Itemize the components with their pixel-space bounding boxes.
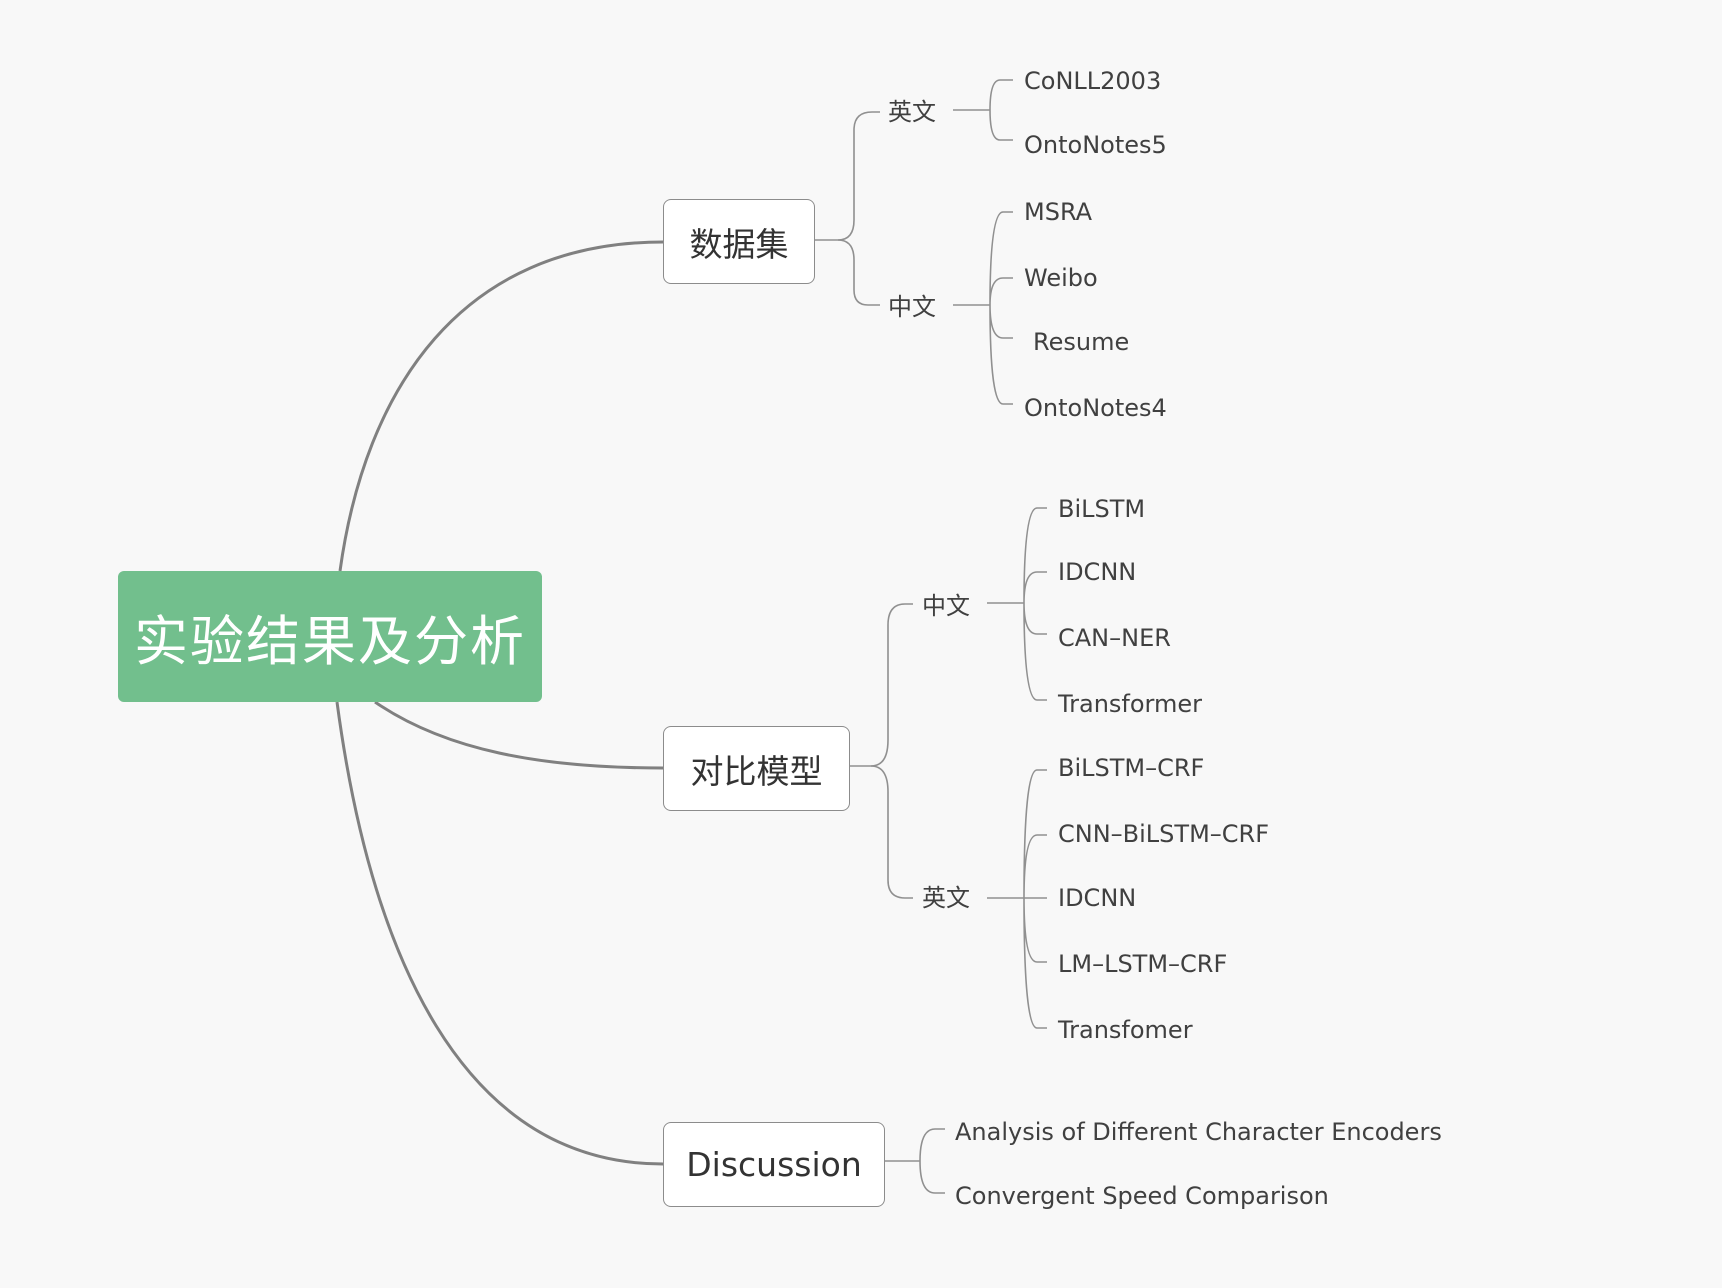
connector-models-chinese-items — [987, 507, 1047, 701]
root-label: 实验结果及分析 — [134, 610, 526, 673]
connector-root-discussion — [335, 701, 664, 1166]
datasets-label: 数据集 — [689, 224, 789, 264]
connector-root-datasets — [338, 240, 664, 572]
discussion-label: Discussion — [686, 1145, 862, 1184]
connector-datasets-chinese — [837, 239, 880, 306]
model-item[interactable]: Transformer — [1058, 690, 1203, 718]
discussion-item[interactable]: Convergent Speed Comparison — [955, 1182, 1329, 1210]
root-node[interactable]: 实验结果及分析 — [118, 571, 542, 702]
model-item[interactable]: LM–LSTM–CRF — [1058, 950, 1228, 978]
dataset-item[interactable]: MSRA — [1024, 198, 1093, 226]
models-chinese-label[interactable]: 中文 — [922, 592, 970, 620]
connector-datasets-english — [815, 111, 880, 241]
connector-root-models — [374, 700, 664, 770]
dataset-item[interactable]: OntoNotes4 — [1024, 394, 1167, 422]
model-item[interactable]: CAN–NER — [1058, 624, 1171, 652]
datasets-english-label[interactable]: 英文 — [888, 98, 936, 126]
discussion-node[interactable]: Discussion — [663, 1122, 885, 1207]
dataset-item[interactable]: CoNLL2003 — [1024, 67, 1162, 95]
dataset-item[interactable]: OntoNotes5 — [1024, 131, 1167, 159]
model-item[interactable]: CNN–BiLSTM–CRF — [1058, 820, 1270, 848]
connector-english-items — [953, 79, 1013, 141]
connector-chinese-items — [953, 211, 1013, 405]
model-item[interactable]: IDCNN — [1058, 558, 1137, 586]
connector-models-english-items — [987, 769, 1047, 1029]
dataset-item[interactable]: Weibo — [1024, 264, 1098, 292]
models-english-label[interactable]: 英文 — [922, 884, 970, 912]
model-item[interactable]: Transfomer — [1058, 1016, 1193, 1044]
datasets-chinese-label[interactable]: 中文 — [888, 293, 936, 321]
discussion-item[interactable]: Analysis of Different Character Encoders — [955, 1118, 1442, 1146]
dataset-item[interactable]: Resume — [1033, 328, 1130, 356]
model-item[interactable]: BiLSTM — [1058, 495, 1146, 523]
models-node[interactable]: 对比模型 — [663, 726, 850, 811]
model-item[interactable]: IDCNN — [1058, 884, 1137, 912]
connector-models-chinese — [850, 603, 913, 767]
model-item[interactable]: BiLSTM–CRF — [1058, 754, 1205, 782]
datasets-node[interactable]: 数据集 — [663, 199, 815, 284]
connector-models-english — [870, 765, 913, 899]
models-label: 对比模型 — [690, 751, 823, 791]
connector-discussion-items — [885, 1128, 945, 1194]
